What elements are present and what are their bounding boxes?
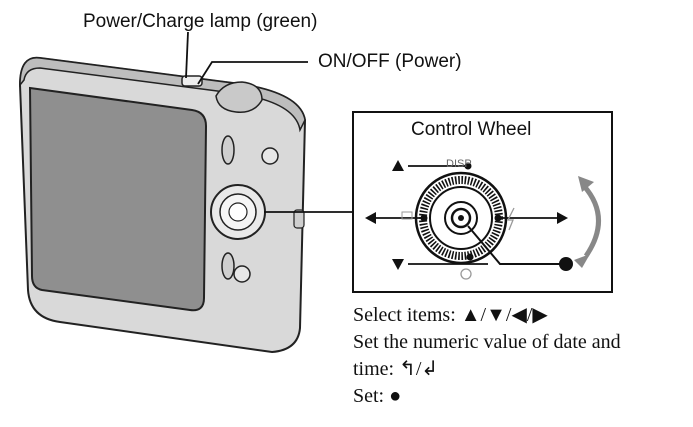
set-dot-icon [559,257,573,271]
flash-icon [506,207,515,231]
control-wheel-graphic [414,171,508,265]
on-off-label: ON/OFF (Power) [318,51,462,72]
direction-arrows [365,160,573,280]
screen-mode-icon [401,211,413,220]
set-text: Set: ● [353,385,402,407]
on-off-leader [197,61,308,85]
camera-illustration [18,56,307,354]
control-wheel-title: Control Wheel [411,119,532,140]
left-arrow-icon [365,212,376,224]
power-lamp-leader [185,31,189,79]
set-numeric-text-2: time: ↰/↲ [353,358,439,380]
right-arrow-icon [557,212,568,224]
disp-label: DISP [446,158,472,170]
rotate-arrow-icon [574,176,601,268]
camera-screen [28,86,208,312]
down-arrow-icon [392,259,404,270]
select-items-text: Select items: ▲/▼/◀/▶ [353,304,548,326]
set-numeric-text-1: Set the numeric value of date and [353,331,621,353]
power-lamp-label: Power/Charge lamp (green) [83,11,318,32]
timer-icon [460,268,472,280]
up-arrow-icon [392,160,404,171]
